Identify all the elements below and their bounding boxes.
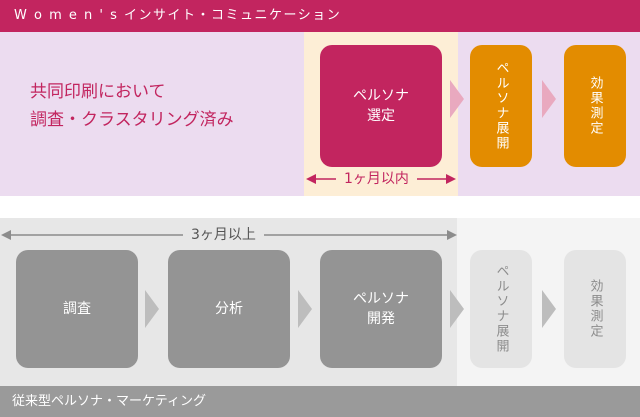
persona-select-label: ペルソナ 選定 <box>353 88 409 124</box>
persona-develop-box-top: ペルソナ展開 <box>470 45 532 167</box>
persona-dev-label: ペルソナ 開発 <box>353 291 409 327</box>
persona-develop-box-bottom: ペルソナ展開 <box>470 250 532 368</box>
effect-measure-label-top: 効果測定 <box>587 76 603 136</box>
survey-box: 調査 <box>16 250 138 368</box>
analysis-box: 分析 <box>168 250 290 368</box>
one-month-arrowhead-right <box>446 174 456 184</box>
effect-measure-box-top: 効果測定 <box>564 45 626 167</box>
bottom-footer-bar <box>0 386 640 417</box>
survey-label: 調査 <box>63 301 91 317</box>
bottom-arrow-3 <box>450 290 464 328</box>
persona-develop-label-top: ペルソナ展開 <box>493 61 509 151</box>
effect-measure-box-bottom: 効果測定 <box>564 250 626 368</box>
three-month-arrowhead-right <box>447 230 457 240</box>
persona-select-box: ペルソナ 選定 <box>320 45 442 167</box>
three-month-arrowhead-left <box>1 230 11 240</box>
effect-measure-label-bottom: 効果測定 <box>587 279 603 339</box>
top-description-line-1: 共同印刷において <box>30 82 166 102</box>
bottom-arrow-4 <box>542 290 556 328</box>
top-header-bar <box>0 0 640 32</box>
top-header-title: W o m e n ' s インサイト・コミュニケーション <box>14 8 342 23</box>
top-arrow-1 <box>450 80 464 118</box>
bottom-arrow-1 <box>145 290 159 328</box>
top-description: 共同印刷において 調査・クラスタリング済み <box>30 78 234 134</box>
top-arrow-2 <box>542 80 556 118</box>
bottom-footer-title: 従来型ペルソナ・マーケティング <box>12 394 206 409</box>
bottom-arrow-2 <box>298 290 312 328</box>
analysis-label: 分析 <box>215 301 243 317</box>
one-month-label: 1ヶ月以内 <box>336 169 417 189</box>
three-month-label: 3ヶ月以上 <box>183 225 264 245</box>
top-description-line-2: 調査・クラスタリング済み <box>30 110 234 130</box>
one-month-arrowhead-left <box>306 174 316 184</box>
persona-dev-box: ペルソナ 開発 <box>320 250 442 368</box>
persona-develop-label-bottom: ペルソナ展開 <box>493 264 509 354</box>
